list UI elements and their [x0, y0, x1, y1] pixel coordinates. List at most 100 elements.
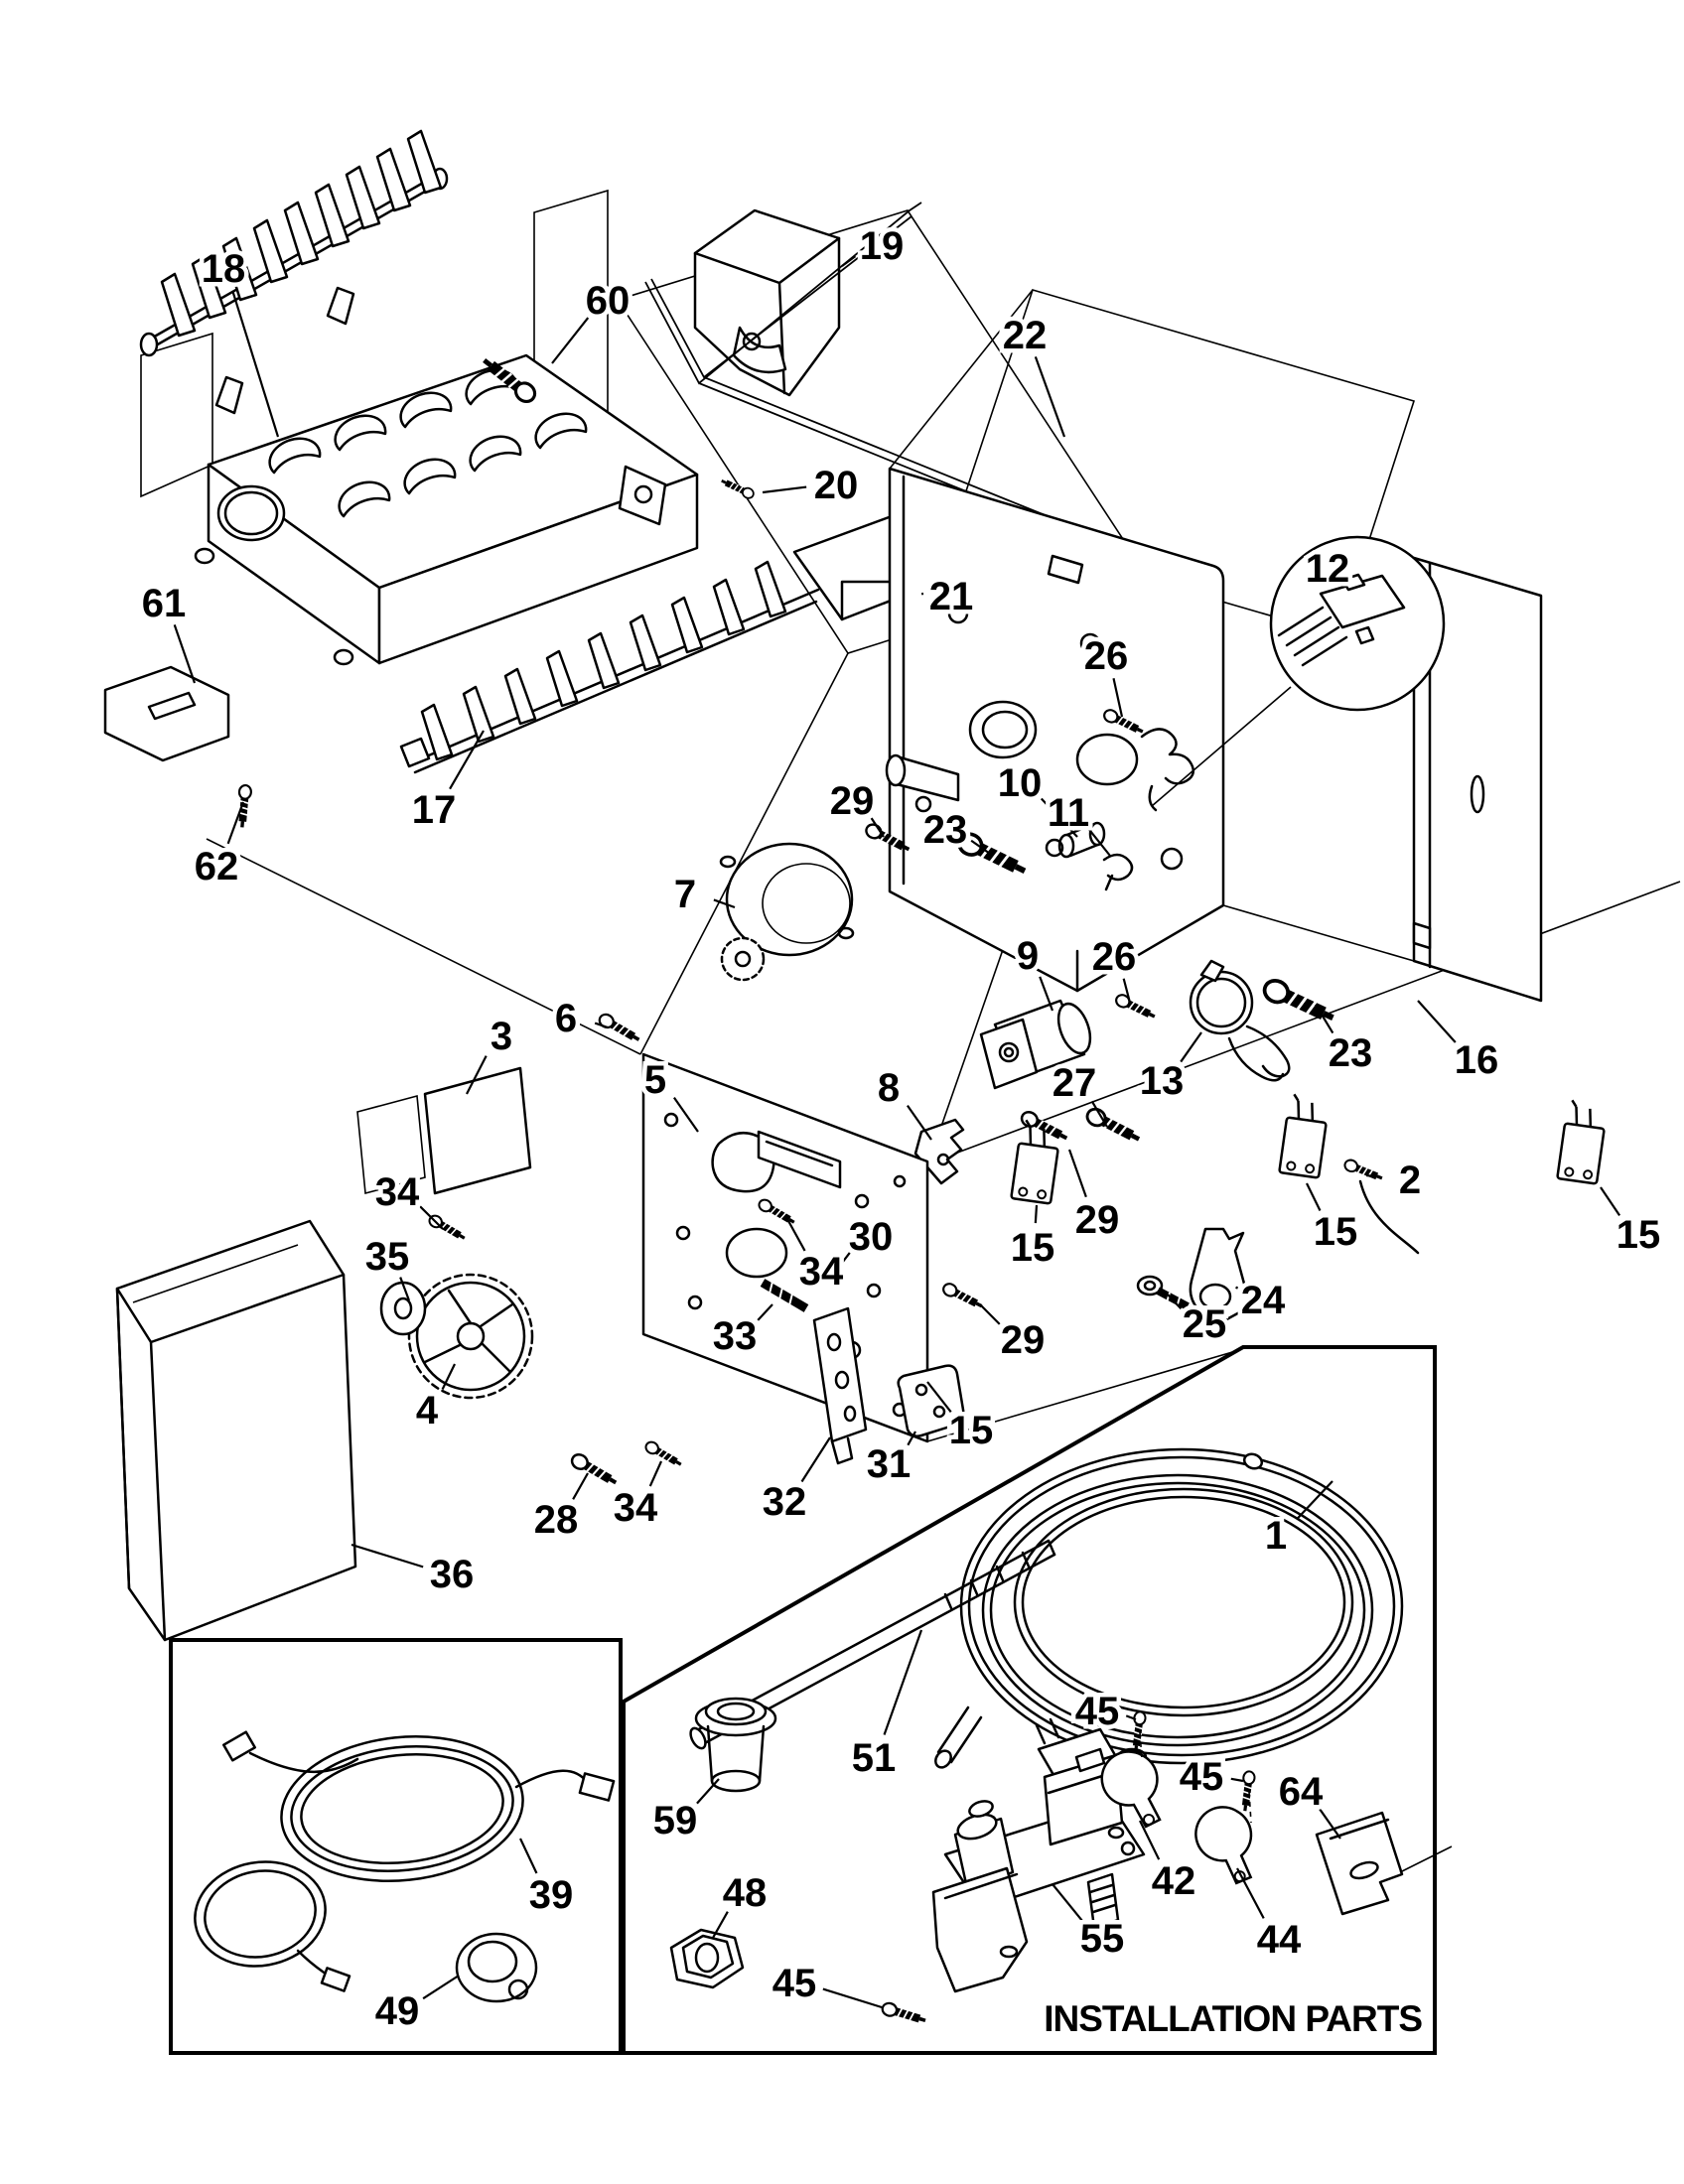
- callout-leader-22: [1034, 355, 1066, 438]
- callout-leader-23: [1315, 1004, 1334, 1034]
- callout-leader-27: [1090, 1100, 1108, 1128]
- callout-label-32: 32: [763, 1480, 807, 1524]
- cover-bracket: [693, 208, 841, 397]
- callout-leader-26: [1122, 978, 1132, 1004]
- washer: [379, 1281, 427, 1336]
- callout-leader-45: [1125, 1714, 1137, 1721]
- callout-label-15: 15: [1314, 1210, 1358, 1254]
- callout-leader-34: [648, 1460, 663, 1487]
- callout-label-45: 45: [1180, 1755, 1224, 1799]
- tube-clamp: [1191, 1804, 1257, 1886]
- callout-leader-60: [551, 317, 590, 364]
- shield-bracket: [103, 665, 251, 828]
- callout-label-49: 49: [375, 1989, 420, 2033]
- callout-leader-16: [1417, 1000, 1457, 1043]
- callout-leader-26: [1112, 678, 1124, 718]
- callout-leader-17: [449, 730, 485, 790]
- callout-leader-23: [970, 839, 994, 857]
- callout-label-2: 2: [1399, 1159, 1421, 1202]
- connector-detail: [1277, 573, 1406, 667]
- ice-bucket: [115, 1219, 357, 1642]
- callout-leader-9: [1039, 976, 1054, 1012]
- callout-leader-29: [1067, 1149, 1087, 1198]
- callout-leader-6: [594, 1022, 609, 1029]
- callout-leader-34: [786, 1218, 806, 1252]
- mounting-strip: [812, 1306, 868, 1465]
- installation-parts-box: INSTALLATION PARTS: [622, 1345, 1453, 2055]
- callout-leader-3: [466, 1055, 488, 1095]
- callout-leader-15: [1306, 1182, 1322, 1211]
- callout-label-36: 36: [430, 1553, 475, 1596]
- switch-plate: [897, 1364, 965, 1437]
- callout-label-28: 28: [534, 1498, 579, 1542]
- callout-leader-36: [351, 1543, 424, 1569]
- callout-label-7: 7: [674, 873, 696, 916]
- callout-leader-39: [519, 1838, 538, 1874]
- callout-leader-29: [870, 817, 885, 838]
- accessory-box: [169, 1638, 623, 2055]
- ejector-rake: [139, 129, 449, 415]
- installation-parts-label: INSTALLATION PARTS: [1044, 1998, 1422, 2039]
- callout-label-31: 31: [867, 1442, 912, 1486]
- actuator-fork: [1189, 1227, 1250, 1325]
- callout-label-21: 21: [929, 575, 974, 618]
- ice-stripper: [399, 514, 941, 774]
- callout-label-8: 8: [878, 1066, 900, 1110]
- mounting-strap: [1315, 1811, 1453, 1916]
- callout-leader-19: [841, 255, 857, 267]
- callout-leader-29: [979, 1303, 1001, 1325]
- callout-label-4: 4: [416, 1389, 439, 1433]
- callout-leader-31: [907, 1431, 916, 1446]
- callout-label-48: 48: [723, 1871, 768, 1915]
- callout-label-20: 20: [814, 464, 859, 507]
- micro-switch: [1278, 1092, 1332, 1179]
- callout-leader-49: [422, 1975, 460, 2000]
- callout-label-22: 22: [1003, 314, 1048, 357]
- callout-label-42: 42: [1152, 1859, 1196, 1903]
- callout-label-11: 11: [1048, 791, 1089, 835]
- callout-leader-35: [399, 1277, 411, 1301]
- drive-motor: [719, 842, 855, 982]
- flat-screw: [1136, 1275, 1190, 1310]
- callout-label-34: 34: [375, 1170, 420, 1214]
- callout-leader-10: [1040, 797, 1078, 838]
- callout-label-10: 10: [998, 761, 1043, 805]
- callout-label-25: 25: [1183, 1302, 1227, 1346]
- callout-label-29: 29: [830, 779, 875, 823]
- thermostat: [1189, 959, 1291, 1082]
- callout-label-55: 55: [1080, 1917, 1125, 1961]
- callout-label-9: 9: [1017, 934, 1039, 978]
- callout-leader-15: [1034, 1204, 1039, 1224]
- callout-label-33: 33: [713, 1314, 758, 1358]
- callout-label-3: 3: [491, 1015, 512, 1058]
- callout-leader-33: [757, 1303, 773, 1321]
- callout-label-44: 44: [1257, 1918, 1302, 1962]
- callout-leader-15: [926, 1381, 952, 1413]
- callout-label-26: 26: [1084, 634, 1129, 678]
- callout-label-12: 12: [1306, 547, 1350, 591]
- callout-leader-64: [1319, 1808, 1341, 1840]
- tubing-coil: [934, 1447, 1404, 1769]
- callout-label-13: 13: [1140, 1059, 1185, 1103]
- callout-leader-24: [1235, 1286, 1239, 1290]
- callout-label-18: 18: [202, 247, 246, 291]
- callout-label-64: 64: [1279, 1770, 1324, 1814]
- callout-label-34: 34: [614, 1486, 658, 1530]
- callout-label-34: 34: [799, 1250, 844, 1294]
- callout-label-24: 24: [1241, 1279, 1286, 1322]
- callout-label-39: 39: [529, 1873, 574, 1917]
- callout-label-29: 29: [1075, 1198, 1120, 1242]
- callout-leader-51: [883, 1629, 923, 1735]
- callout-leader-18: [231, 290, 280, 438]
- wire-harness: [194, 1730, 616, 1992]
- callout-leader-48: [712, 1911, 729, 1939]
- callout-label-60: 60: [586, 279, 631, 323]
- callout-label-16: 16: [1455, 1038, 1499, 1082]
- callout-label-51: 51: [852, 1736, 897, 1780]
- callout-leader-13: [1180, 1031, 1202, 1063]
- callout-label-61: 61: [142, 582, 187, 625]
- callout-leader-2: [1365, 1173, 1381, 1178]
- callout-leader-59: [696, 1778, 720, 1805]
